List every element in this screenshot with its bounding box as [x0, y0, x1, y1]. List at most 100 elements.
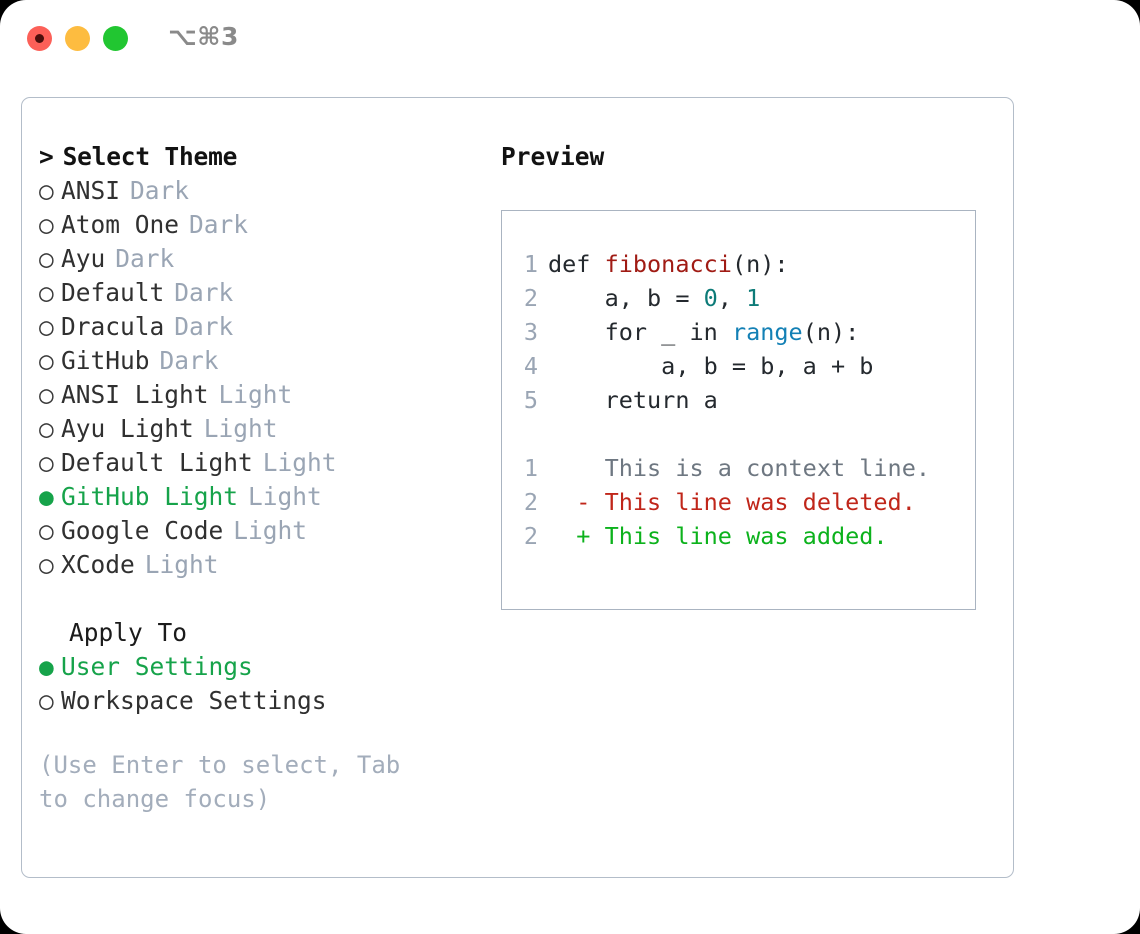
caret-icon: >	[39, 142, 54, 171]
preview-title: Preview	[501, 142, 605, 171]
radio-unselected-icon: ○	[39, 176, 54, 205]
theme-option-atom-one[interactable]: ○Atom One Dark	[39, 208, 469, 242]
theme-option-variant: Light	[144, 550, 219, 579]
diff-sample: 1 This is a context line. 2 - This line w…	[502, 451, 975, 553]
theme-option-dracula[interactable]: ○Dracula Dark	[39, 310, 469, 344]
theme-option-variant: Light	[262, 448, 337, 477]
theme-option-variant: Dark	[159, 346, 219, 375]
radio-selected-icon: ●	[39, 482, 54, 511]
theme-option-github-light[interactable]: ●GitHub Light Light	[39, 480, 469, 514]
radio-selected-icon: ●	[39, 652, 54, 681]
theme-option-label: Dracula	[61, 312, 165, 341]
apply-to-option-user-settings[interactable]: ●User Settings	[39, 650, 469, 684]
apply-to-option-label: Workspace Settings	[61, 686, 327, 715]
diff-line-text: + This line was added.	[548, 522, 888, 550]
theme-option-label: Default Light	[61, 448, 253, 477]
theme-option-label: Ayu	[61, 244, 106, 273]
theme-option-xcode[interactable]: ○XCode Light	[39, 548, 469, 582]
theme-option-ansi-light[interactable]: ○ANSI Light Light	[39, 378, 469, 412]
code-token-plain: (n):	[731, 250, 789, 278]
theme-option-variant: Light	[218, 380, 293, 409]
theme-option-label: ANSI	[61, 176, 121, 205]
code-token-plain: def	[548, 250, 605, 278]
apply-to-label: Apply To	[69, 618, 188, 647]
radio-unselected-icon: ○	[39, 414, 54, 443]
radio-unselected-icon: ○	[39, 210, 54, 239]
apply-to-option-label: User Settings	[61, 652, 253, 681]
radio-unselected-icon: ○	[39, 312, 54, 341]
theme-option-label: XCode	[61, 550, 135, 579]
radio-unselected-icon: ○	[39, 244, 54, 273]
apply-to-list: ●User Settings○Workspace Settings	[39, 650, 469, 718]
theme-option-label: GitHub Light	[61, 482, 239, 511]
code-token-plain: (n):	[802, 318, 860, 346]
radio-unselected-icon: ○	[39, 448, 54, 477]
theme-option-label: ANSI Light	[61, 380, 209, 409]
radio-unselected-icon: ○	[39, 550, 54, 579]
theme-option-ayu-light[interactable]: ○Ayu Light Light	[39, 412, 469, 446]
theme-option-variant: Dark	[189, 210, 249, 239]
spacer	[39, 582, 469, 616]
code-token-call: range	[731, 318, 803, 346]
code-token-plain: a, b =	[548, 284, 704, 312]
code-line: 5 return a	[502, 383, 975, 417]
line-number: 1	[523, 454, 538, 482]
line-number: 1	[523, 250, 538, 278]
theme-option-label: Atom One	[61, 210, 180, 239]
code-token-plain: return a	[548, 386, 718, 414]
close-button[interactable]	[27, 26, 52, 51]
line-number: 4	[523, 352, 538, 380]
theme-option-label: Ayu Light	[61, 414, 194, 443]
diff-line-add: 2 + This line was added.	[502, 519, 975, 553]
title-bar: ⌥⌘3	[0, 0, 1140, 78]
theme-option-variant: Light	[233, 516, 308, 545]
theme-option-variant: Light	[248, 482, 322, 511]
code-token-fn: fibonacci	[604, 250, 732, 278]
theme-option-variant: Dark	[174, 312, 234, 341]
radio-unselected-icon: ○	[39, 380, 54, 409]
theme-option-github[interactable]: ○GitHub Dark	[39, 344, 469, 378]
code-token-num: 0	[703, 284, 718, 312]
theme-picker-title: Select Theme	[62, 142, 238, 171]
theme-option-google-code[interactable]: ○Google Code Light	[39, 514, 469, 548]
line-number: 2	[523, 284, 538, 312]
code-line: 1 def fibonacci(n):	[502, 247, 975, 281]
theme-option-variant: Light	[203, 414, 278, 443]
keyboard-shortcut-label: ⌥⌘3	[168, 22, 239, 51]
theme-option-label: GitHub	[61, 346, 150, 375]
radio-unselected-icon: ○	[39, 686, 54, 715]
line-number: 5	[523, 386, 538, 414]
radio-unselected-icon: ○	[39, 516, 54, 545]
code-token-plain: a, b = b, a + b	[548, 352, 874, 380]
maximize-button[interactable]	[103, 26, 128, 51]
theme-option-ayu[interactable]: ○Ayu Dark	[39, 242, 469, 276]
code-diff-separator	[502, 417, 975, 451]
diff-line-text: This is a context line.	[548, 454, 931, 482]
code-token-plain: for _ in	[548, 318, 732, 346]
diff-line-ctx: 1 This is a context line.	[502, 451, 975, 485]
line-number: 2	[523, 522, 538, 550]
theme-option-variant: Dark	[115, 244, 175, 273]
radio-unselected-icon: ○	[39, 278, 54, 307]
apply-to-option-workspace-settings[interactable]: ○Workspace Settings	[39, 684, 469, 718]
theme-picker-header: > Select Theme	[39, 140, 469, 174]
code-line: 4 a, b = b, a + b	[502, 349, 975, 383]
keyboard-hint: (Use Enter to select, Tab to change focu…	[39, 751, 401, 813]
theme-option-variant: Dark	[174, 278, 234, 307]
theme-option-label: Google Code	[61, 516, 224, 545]
code-line: 2 a, b = 0, 1	[502, 281, 975, 315]
minimize-button[interactable]	[65, 26, 90, 51]
radio-unselected-icon: ○	[39, 346, 54, 375]
diff-line-text: - This line was deleted.	[548, 488, 916, 516]
theme-option-default-light[interactable]: ○Default Light Light	[39, 446, 469, 480]
code-token-num: 1	[746, 284, 761, 312]
window-controls	[27, 26, 128, 51]
